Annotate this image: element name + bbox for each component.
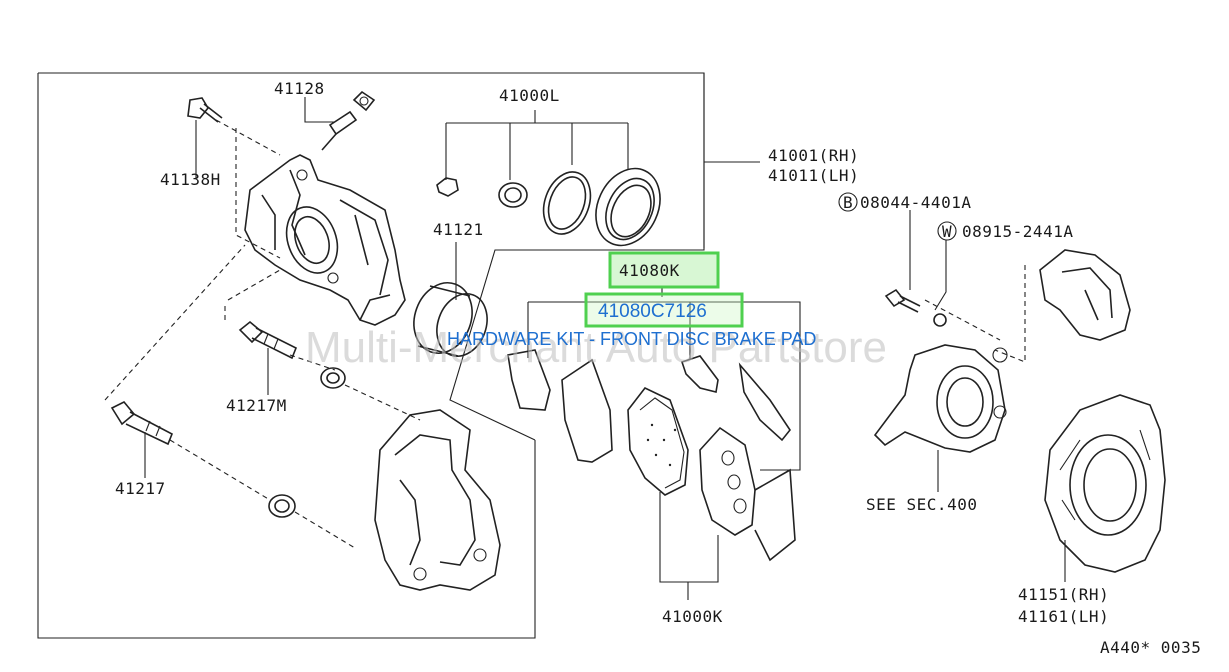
brake-pad-outer [627, 386, 689, 496]
caliper-torque-member [374, 409, 501, 591]
label-08044-4401A: 08044-4401A [860, 193, 971, 212]
pin-boot-upper [320, 367, 346, 389]
label-hardware-kit[interactable]: HARDWARE KIT - FRONT DISC BRAKE PAD [447, 329, 816, 349]
anti-rattle-clip-lower [738, 362, 791, 442]
label-41128: 41128 [274, 79, 325, 98]
label-41217M: 41217M [226, 396, 287, 415]
bolt-dashed-guide [215, 119, 281, 259]
bracket-41000L [445, 110, 629, 180]
highlight-box-41080K[interactable] [608, 251, 720, 289]
label-see-sec-400: SEE SEC.400 [866, 495, 977, 514]
boot-small [436, 177, 459, 197]
bleeder-screw [321, 90, 376, 151]
anti-rattle-clip-upper [680, 355, 719, 393]
label-41001: 41001(RH) [768, 146, 859, 165]
seal-ring-small [498, 182, 528, 208]
caliper-ref-dashed [924, 265, 1026, 363]
circle-marker-W [937, 221, 957, 241]
leader-08915 [934, 240, 947, 311]
label-41080K[interactable]: 41080K [619, 261, 680, 280]
slide-pin-41217M [238, 320, 298, 360]
assembly-dashed-lines [104, 244, 421, 549]
label-41000L: 41000L [499, 86, 560, 105]
caliper-body [244, 154, 406, 326]
leader-41128 [304, 97, 335, 123]
slide-pin-41217 [110, 401, 174, 446]
caliper-bolt-41138H [187, 97, 223, 123]
circle-marker-B [838, 192, 858, 212]
dust-boot-ring [595, 167, 661, 247]
label-41121: 41121 [433, 220, 484, 239]
label-41151: 41151(RH) [1018, 585, 1109, 604]
brake-pad-inner [699, 426, 796, 562]
washer-08915 [933, 313, 947, 327]
marker-letter-B: B [843, 193, 853, 212]
label-41161: 41161(LH) [1018, 607, 1109, 626]
piston-seal-ring [542, 171, 592, 235]
diagram-reference-code: A440* 0035 [1100, 638, 1201, 657]
label-41080C7126[interactable]: 41080C7126 [598, 301, 707, 322]
dust-shield [1044, 394, 1166, 573]
caliper-frame-right-edge [449, 73, 705, 441]
label-41000K: 41000K [662, 607, 723, 626]
pin-boot-lower [268, 494, 296, 518]
label-41138H: 41138H [160, 170, 221, 189]
label-41011: 41011(LH) [768, 166, 859, 185]
label-08915-2441A: 08915-2441A [962, 222, 1073, 241]
bracket-41000K [659, 492, 719, 600]
hardware-kit-bracket [527, 301, 801, 471]
steering-knuckle [873, 344, 1008, 453]
highlight-box-41080C7126[interactable] [584, 292, 744, 328]
bolt-08044 [884, 288, 921, 313]
marker-letter-W: W [942, 222, 952, 241]
label-41217: 41217 [115, 479, 166, 498]
pad-shim-inner [561, 358, 613, 463]
caliper-assembly-ref [1039, 249, 1131, 341]
pad-shim-outer [507, 349, 551, 411]
piston [413, 282, 488, 357]
watermark: Multi-Merchant Auto Partstore [305, 323, 887, 372]
